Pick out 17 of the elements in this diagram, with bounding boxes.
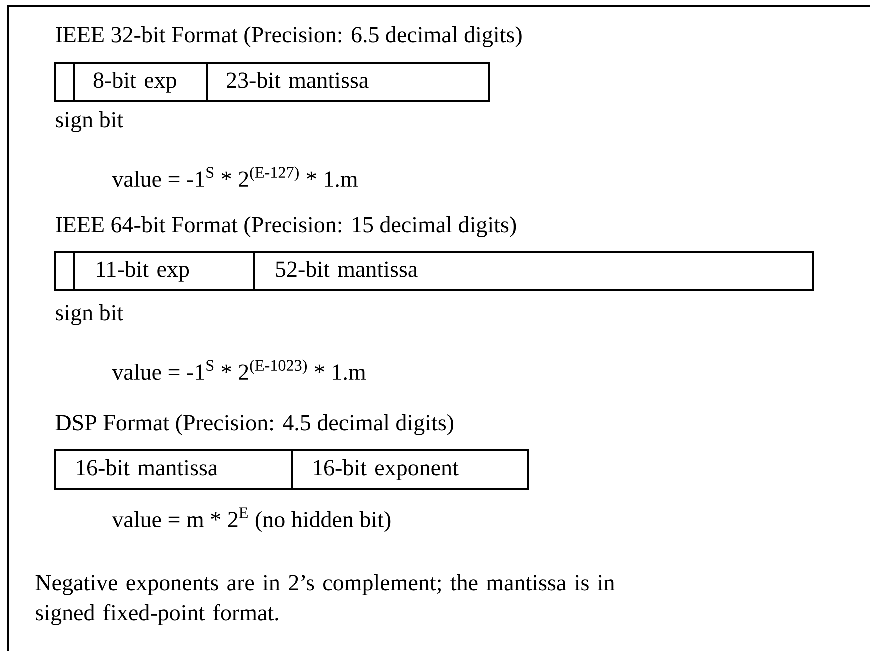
- heading: DSP Format (Precision: 4.5 decimal digits): [56, 414, 454, 436]
- heading: IEEE 64-bit Format (Precision: 15 decimal digits): [56, 216, 516, 238]
- sign-bit-cell: [54, 62, 75, 102]
- heading: IEEE 32-bit Format (Precision: 6.5 decimal digits): [56, 26, 522, 48]
- sign-bit-label: sign bit: [56, 112, 124, 132]
- formula: value = -1$^{S}$ * 2$^{(E-127)}$ * 1.m: [112, 166, 358, 188]
- bit-field-cell: 52-bit mantissa: [253, 251, 814, 291]
- bit-field-cell: 23-bit mantissa: [206, 62, 490, 102]
- note: Negative exponents are in 2’s complement; the mantissa is in signed fixed-point format.: [36, 574, 615, 626]
- formula: value = m * 2$^{E}$ (no hidden bit): [112, 508, 391, 532]
- bit-field-cell: 8-bit exp: [73, 62, 208, 102]
- formula: value = -1$^{S}$ * 2$^{(E-1023)}$ * 1.m: [112, 360, 366, 380]
- bit-field-cell: 16-bit exponent: [291, 449, 529, 490]
- bit-field-cell: 16-bit mantissa: [54, 449, 293, 490]
- sign-bit-cell: [54, 251, 75, 291]
- bit-field-cell: 11-bit exp: [73, 251, 255, 291]
- sign-bit-label: sign bit: [56, 304, 124, 326]
